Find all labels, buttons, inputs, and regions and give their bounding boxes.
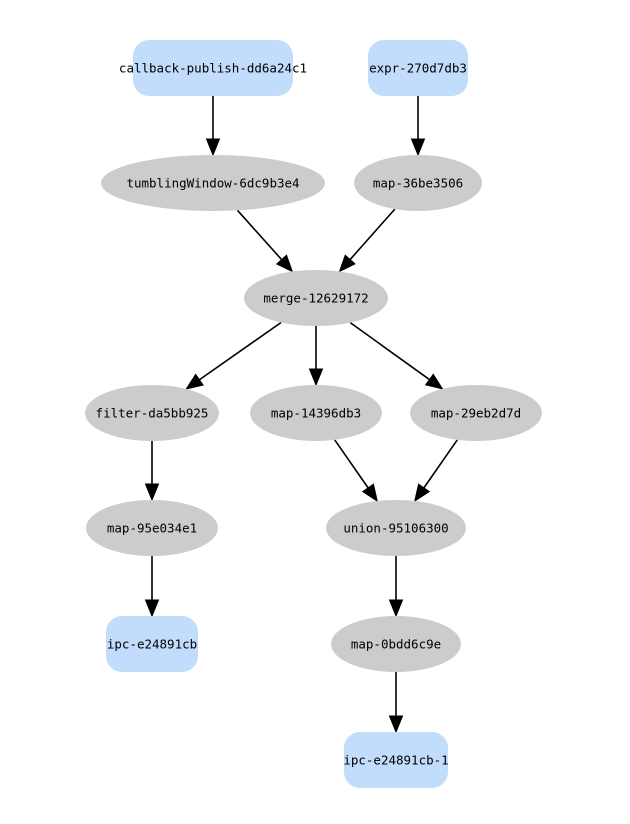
edge-merge-to-map29e: [349, 321, 444, 390]
node-label: filter-da5bb925: [96, 406, 209, 421]
nodes-layer: callback-publish-dd6a24c1 expr-270d7db3 tu…: [85, 40, 542, 788]
operator-node-shape: [331, 616, 461, 672]
operator-node-shape: [244, 270, 388, 326]
operator-node-shape: [410, 385, 542, 441]
edge-line: [334, 439, 369, 489]
node-label: map-36be3506: [373, 176, 463, 191]
edge-map0bd-to-ipc2: [388, 672, 404, 734]
operator-node-shape: [85, 385, 219, 441]
node-label: callback-publish-dd6a24c1: [119, 61, 307, 76]
arrowhead: [414, 483, 431, 503]
arrowhead: [308, 368, 324, 387]
operator-node-shape: [101, 155, 325, 211]
edge-filter-to-map95e: [144, 441, 160, 502]
edge-expr-to-map36: [410, 96, 426, 157]
sink-node-shape: [344, 732, 448, 788]
edge-merge-to-map143: [308, 326, 324, 387]
node-map95e[interactable]: map-95e034e1: [86, 500, 218, 556]
node-map143[interactable]: map-14396db3: [250, 385, 382, 441]
edge-line: [423, 439, 458, 489]
arrowhead: [388, 599, 404, 618]
node-label: map-14396db3: [271, 406, 361, 421]
node-label: tumblingWindow-6dc9b3e4: [126, 176, 299, 191]
arrowhead: [205, 138, 221, 157]
arrowhead: [388, 715, 404, 734]
node-expr[interactable]: expr-270d7db3: [368, 40, 468, 96]
node-label: merge-12629172: [263, 291, 368, 306]
edge-tumbling-to-merge: [236, 209, 294, 273]
node-merge[interactable]: merge-12629172: [244, 270, 388, 326]
node-filter[interactable]: filter-da5bb925: [85, 385, 219, 441]
node-ipc1[interactable]: ipc-e24891cb: [106, 616, 198, 672]
node-label: union-95106300: [343, 521, 448, 536]
node-union[interactable]: union-95106300: [326, 500, 466, 556]
edge-line: [349, 208, 396, 261]
edge-union-to-map0bd: [388, 556, 404, 618]
edge-map36-to-merge: [338, 208, 396, 273]
node-label: map-29eb2d7d: [431, 406, 521, 421]
node-label: map-95e034e1: [107, 521, 197, 536]
node-callback[interactable]: callback-publish-dd6a24c1: [119, 40, 307, 96]
edge-line: [198, 321, 282, 381]
node-tumbling[interactable]: tumblingWindow-6dc9b3e4: [101, 155, 325, 211]
sink-node-shape: [106, 616, 198, 672]
node-label: expr-270d7db3: [369, 61, 467, 76]
node-label: ipc-e24891cb: [107, 637, 197, 652]
operator-node-shape: [86, 500, 218, 556]
node-map0bd[interactable]: map-0bdd6c9e: [331, 616, 461, 672]
arrowhead: [144, 599, 160, 618]
node-label: map-0bdd6c9e: [351, 637, 441, 652]
source-node-shape: [133, 40, 293, 96]
source-node-shape: [368, 40, 468, 96]
node-map29e[interactable]: map-29eb2d7d: [410, 385, 542, 441]
edge-map143-to-union: [334, 439, 378, 503]
edge-map95e-to-ipc1: [144, 556, 160, 618]
arrowhead: [144, 483, 160, 502]
edge-callback-to-tumbling: [205, 96, 221, 157]
arrowhead: [410, 138, 426, 157]
operator-node-shape: [250, 385, 382, 441]
arrowhead: [424, 373, 444, 390]
node-ipc2[interactable]: ipc-e24891cb-1: [343, 732, 449, 788]
edge-line: [349, 321, 430, 381]
operator-node-shape: [354, 155, 482, 211]
node-map36[interactable]: map-36be3506: [354, 155, 482, 211]
edges-layer: [144, 96, 458, 734]
arrowhead: [275, 254, 294, 273]
edge-map29e-to-union: [414, 439, 458, 503]
operator-node-shape: [326, 500, 466, 556]
edge-line: [236, 209, 283, 261]
arrowhead: [361, 483, 378, 503]
edge-merge-to-filter: [185, 321, 282, 390]
arrowhead: [185, 373, 204, 390]
node-label: ipc-e24891cb-1: [343, 753, 448, 768]
arrowhead: [338, 254, 356, 273]
